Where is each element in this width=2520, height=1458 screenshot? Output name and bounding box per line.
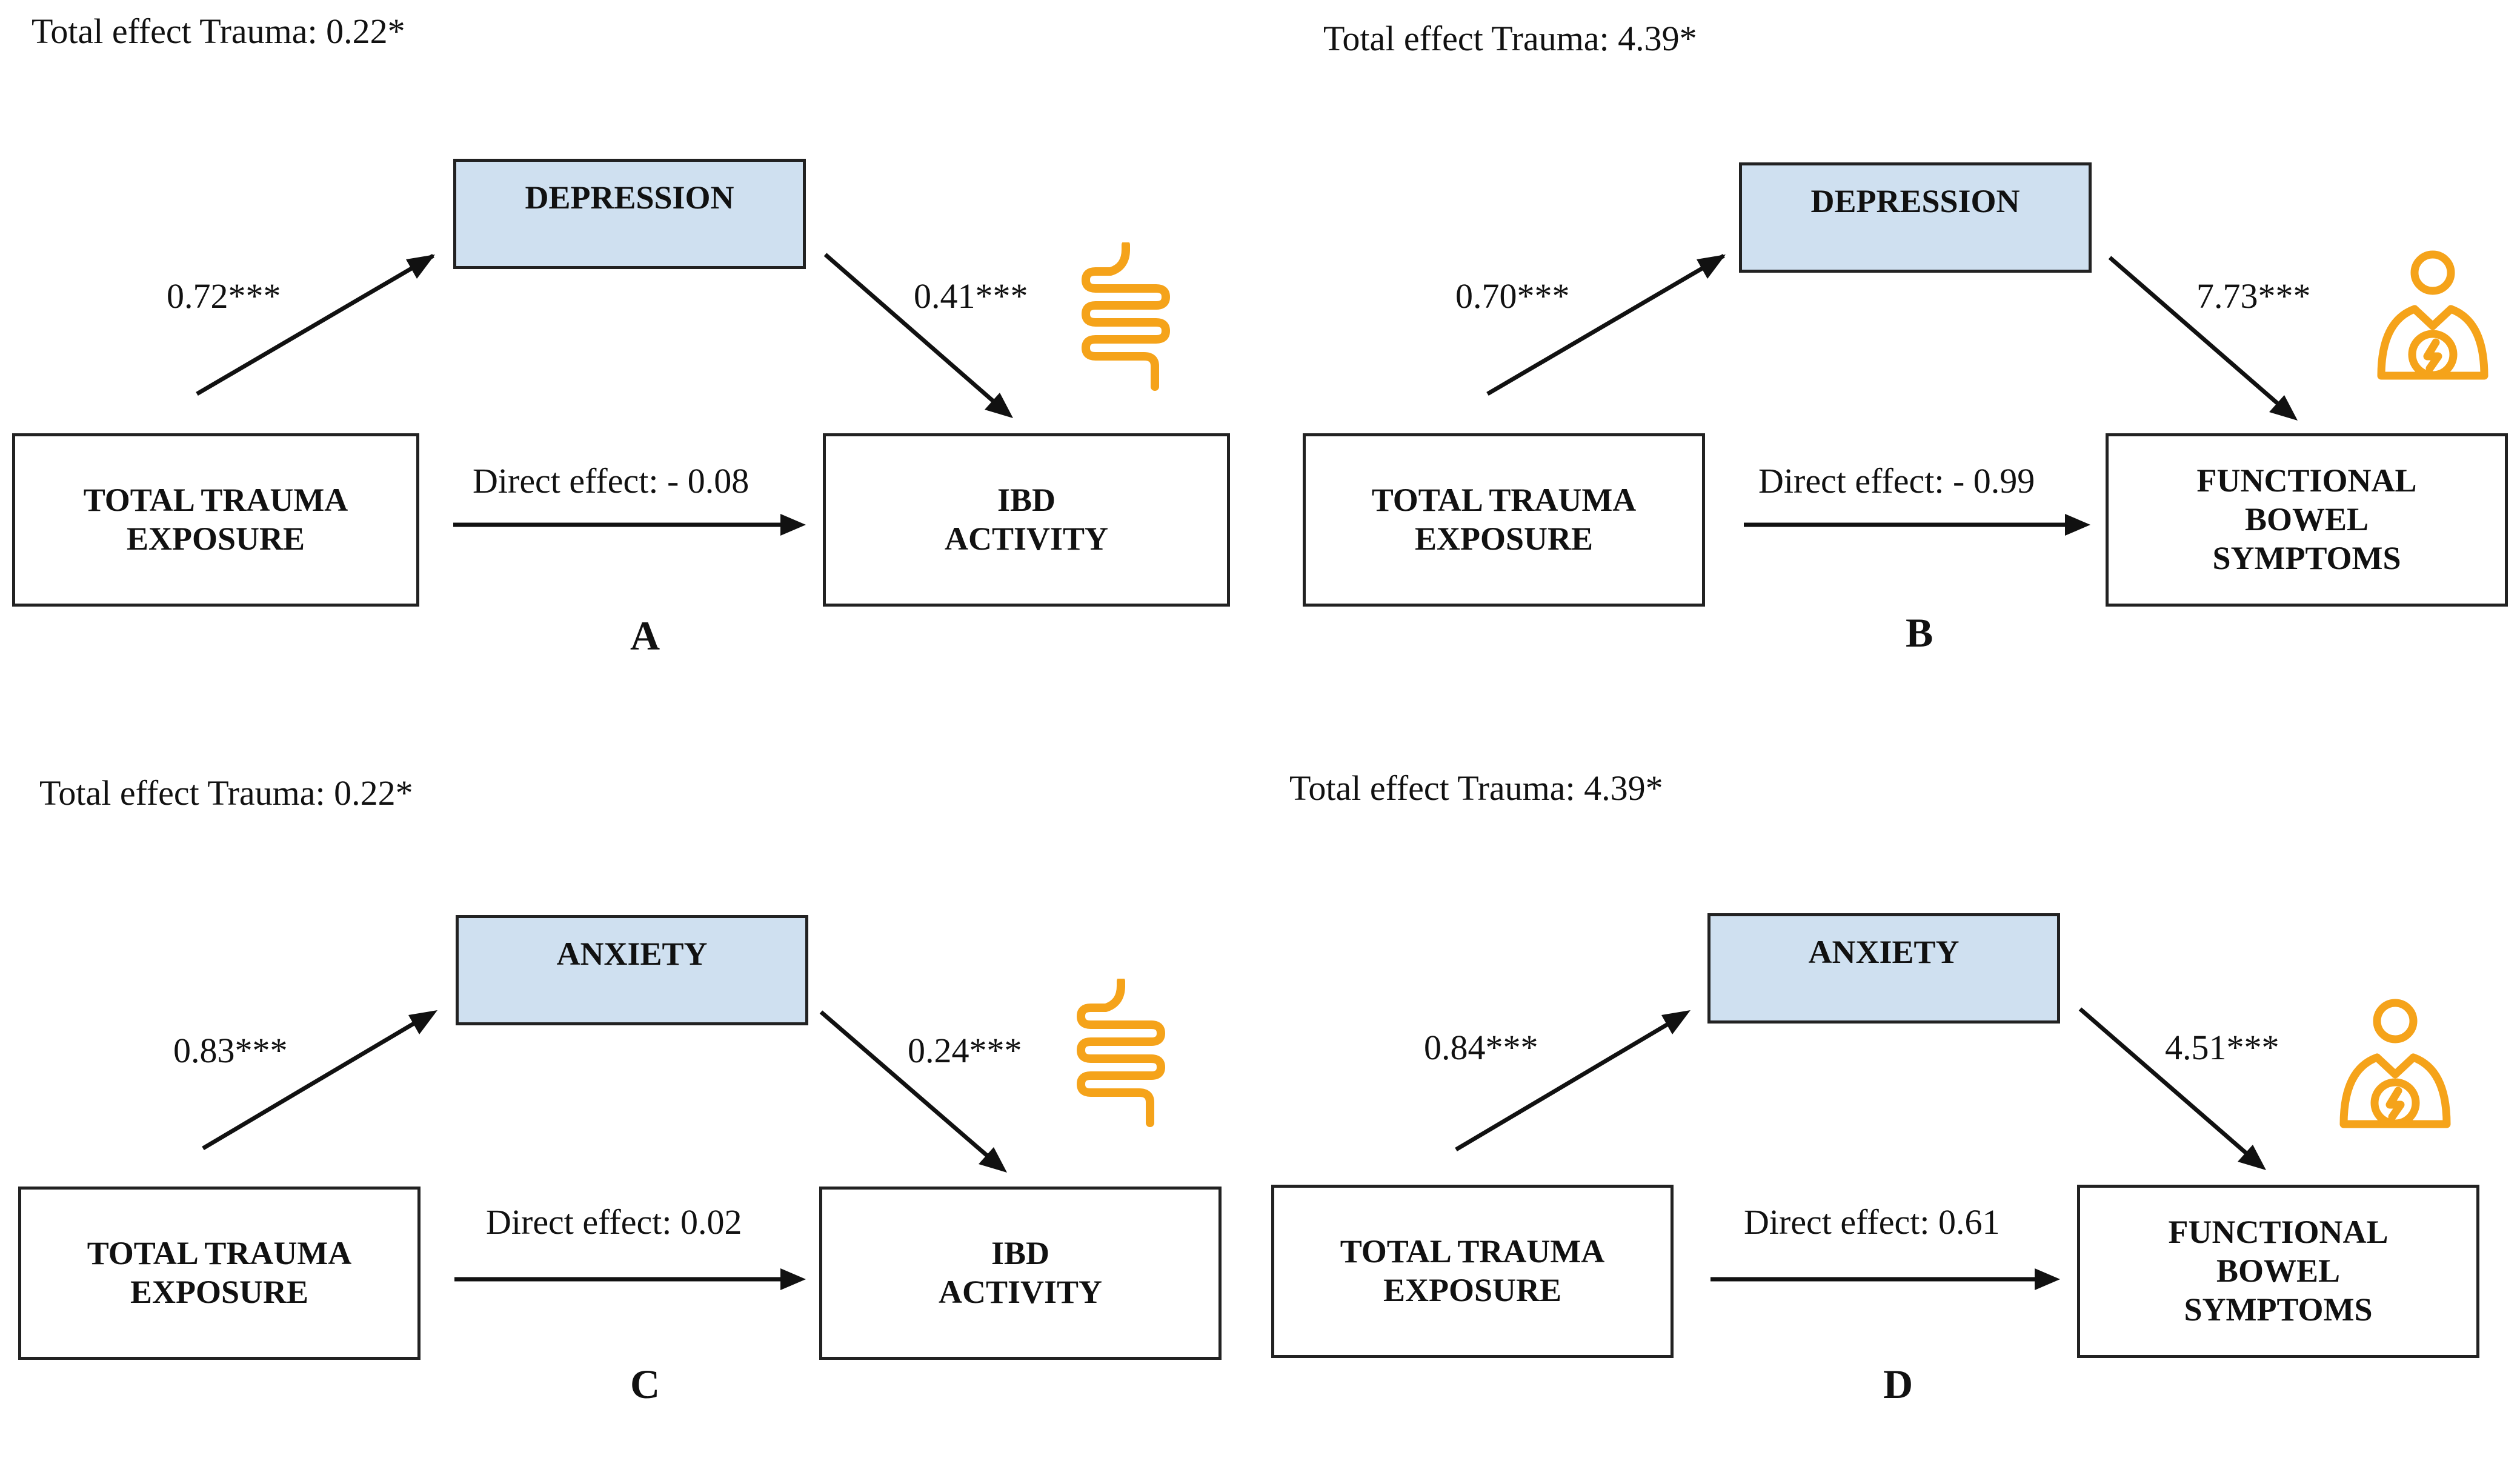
a-path-coefficient: 0.83***: [173, 1031, 288, 1070]
predictor-line-1: TOTAL TRAUMA: [87, 1235, 352, 1272]
panel-arrows: [1486, 253, 2298, 536]
a-path-arrowhead: [408, 1010, 437, 1034]
direct-path-arrowhead: [780, 514, 806, 536]
b-path-arrowhead: [985, 393, 1013, 418]
a-path-arrow: [1455, 1013, 1684, 1152]
abdominal-pain-person-icon: [2339, 999, 2451, 1128]
intestine-icon: [1082, 242, 1170, 391]
mediator-box: DEPRESSION: [453, 159, 806, 269]
predictor-line-2: EXPOSURE: [1383, 1272, 1562, 1308]
b-path-arrow: [2108, 256, 2292, 416]
mediator-label: DEPRESSION: [525, 179, 734, 216]
outcome-line-1: IBD: [997, 482, 1056, 519]
predictor-box: TOTAL TRAUMA EXPOSURE: [12, 433, 419, 607]
total-effect-label: Total effect Trauma: 0.22*: [32, 12, 405, 51]
panel-arrows: [202, 1010, 1007, 1290]
panel-arrows: [196, 253, 1013, 536]
a-path-arrowhead: [406, 255, 435, 279]
b-path-arrowhead: [979, 1147, 1007, 1173]
a-path-arrow: [1486, 253, 1725, 396]
a-path-coefficient: 0.84***: [1424, 1028, 1538, 1067]
b-path-coefficient: 0.24***: [908, 1031, 1022, 1070]
direct-effect-label: Direct effect: 0.61: [1744, 1202, 2000, 1242]
mediator-label: ANXIETY: [556, 936, 708, 972]
predictor-box: TOTAL TRAUMA EXPOSURE: [1271, 1185, 1674, 1358]
b-path-arrow: [819, 1010, 1002, 1168]
outcome-line-1: IBD: [991, 1235, 1050, 1272]
panel-a: Total effect Trauma: 0.22* DEPRESSION TO…: [0, 0, 1260, 704]
b-path-arrowhead: [2269, 395, 2298, 421]
outcome-line-3: SYMPTOMS: [2212, 539, 2401, 576]
outcome-line-1: FUNCTIONAL: [2168, 1214, 2389, 1251]
direct-path-arrowhead: [2065, 514, 2090, 536]
direct-path-arrowhead: [780, 1268, 806, 1290]
panel-d: Total effect Trauma: 4.39* ANXIETY TOTAL…: [1259, 754, 2519, 1458]
a-path-arrowhead: [1661, 1010, 1691, 1034]
outcome-line-1: FUNCTIONAL: [2196, 462, 2417, 499]
direct-effect-label: Direct effect: - 0.08: [473, 461, 750, 501]
panel-letter: D: [1883, 1361, 1913, 1407]
outcome-line-2: ACTIVITY: [938, 1274, 1103, 1310]
mediator-box: ANXIETY: [456, 915, 808, 1025]
outcome-box: IBD ACTIVITY: [823, 433, 1230, 607]
predictor-line-1: TOTAL TRAUMA: [1371, 482, 1637, 519]
outcome-box: FUNCTIONAL BOWEL SYMPTOMS: [2077, 1185, 2479, 1358]
a-path-arrow: [202, 1011, 431, 1151]
panel-letter: C: [630, 1361, 660, 1407]
mediator-label: DEPRESSION: [1810, 183, 2020, 219]
b-path-arrowhead: [2238, 1145, 2266, 1170]
b-path-arrow: [2078, 1007, 2261, 1166]
b-path-coefficient: 0.41***: [914, 276, 1028, 316]
b-path-coefficient: 4.51***: [2165, 1028, 2279, 1067]
panel-arrows: [1455, 1007, 2266, 1290]
total-effect-label: Total effect Trauma: 0.22*: [39, 773, 413, 813]
b-path-arrow: [823, 253, 1008, 414]
a-path-arrowhead: [1697, 255, 1726, 279]
predictor-line-2: EXPOSURE: [130, 1274, 309, 1310]
outcome-line-2: BOWEL: [2244, 501, 2369, 538]
panel-letter: B: [1906, 610, 1933, 656]
predictor-box: TOTAL TRAUMA EXPOSURE: [18, 1187, 421, 1360]
panel-letter: A: [630, 613, 660, 659]
mediation-diagram-figure: Total effect Trauma: 0.22* DEPRESSION TO…: [0, 0, 2520, 1407]
outcome-line-2: BOWEL: [2216, 1253, 2341, 1290]
direct-effect-label: Direct effect: 0.02: [486, 1202, 742, 1242]
intestine-icon: [1077, 979, 1165, 1127]
mediator-box: ANXIETY: [1707, 913, 2060, 1024]
mediator-label: ANXIETY: [1808, 934, 1960, 970]
outcome-box: IBD ACTIVITY: [819, 1187, 1222, 1360]
direct-path-arrowhead: [2035, 1268, 2060, 1290]
total-effect-label: Total effect Trauma: 4.39*: [1289, 768, 1663, 808]
outcome-line-3: SYMPTOMS: [2184, 1291, 2373, 1328]
outcome-box: FUNCTIONAL BOWEL SYMPTOMS: [2106, 433, 2508, 607]
panel-c: Total effect Trauma: 0.22* ANXIETY TOTAL…: [6, 754, 1266, 1458]
outcome-line-2: ACTIVITY: [944, 521, 1109, 557]
predictor-line-1: TOTAL TRAUMA: [83, 482, 348, 519]
predictor-line-1: TOTAL TRAUMA: [1340, 1233, 1605, 1270]
total-effect-label: Total effect Trauma: 4.39*: [1323, 19, 1697, 58]
a-path-arrow: [196, 253, 434, 396]
predictor-box: TOTAL TRAUMA EXPOSURE: [1303, 433, 1705, 607]
panel-b: Total effect Trauma: 4.39* DEPRESSION TO…: [1291, 0, 2520, 704]
abdominal-pain-person-icon: [2377, 250, 2488, 380]
a-path-coefficient: 0.72***: [167, 276, 281, 316]
a-path-coefficient: 0.70***: [1455, 276, 1570, 316]
direct-effect-label: Direct effect: - 0.99: [1758, 461, 2035, 501]
predictor-line-2: EXPOSURE: [1414, 521, 1594, 557]
predictor-line-2: EXPOSURE: [126, 521, 305, 557]
mediator-box: DEPRESSION: [1739, 162, 2092, 273]
b-path-coefficient: 7.73***: [2196, 276, 2311, 316]
